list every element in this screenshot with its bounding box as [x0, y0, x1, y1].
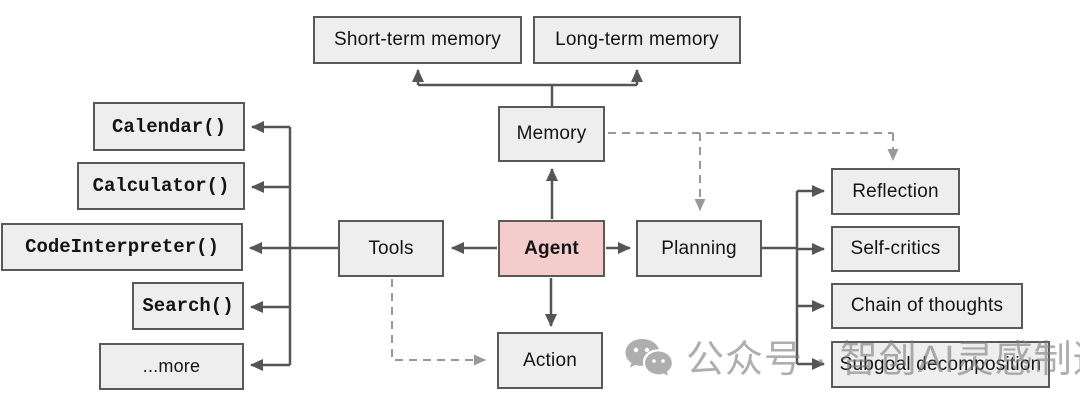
node-subgoal-decomposition: Subgoal decomposition — [831, 341, 1050, 388]
node-more: ...more — [99, 343, 244, 390]
node-calculator: Calculator() — [77, 162, 245, 210]
node-code-interpreter: CodeInterpreter() — [1, 223, 243, 271]
node-long-term-memory: Long-term memory — [533, 16, 741, 64]
node-tools: Tools — [338, 220, 444, 277]
node-planning: Planning — [636, 220, 762, 277]
node-short-term-memory: Short-term memory — [313, 16, 522, 64]
node-self-critics: Self-critics — [831, 226, 960, 272]
node-search: Search() — [132, 282, 244, 330]
node-chain-of-thoughts: Chain of thoughts — [831, 283, 1023, 329]
node-reflection: Reflection — [831, 168, 960, 215]
node-calendar: Calendar() — [93, 102, 245, 151]
node-agent: Agent — [498, 220, 605, 277]
node-memory: Memory — [498, 106, 605, 162]
node-action: Action — [497, 332, 603, 389]
